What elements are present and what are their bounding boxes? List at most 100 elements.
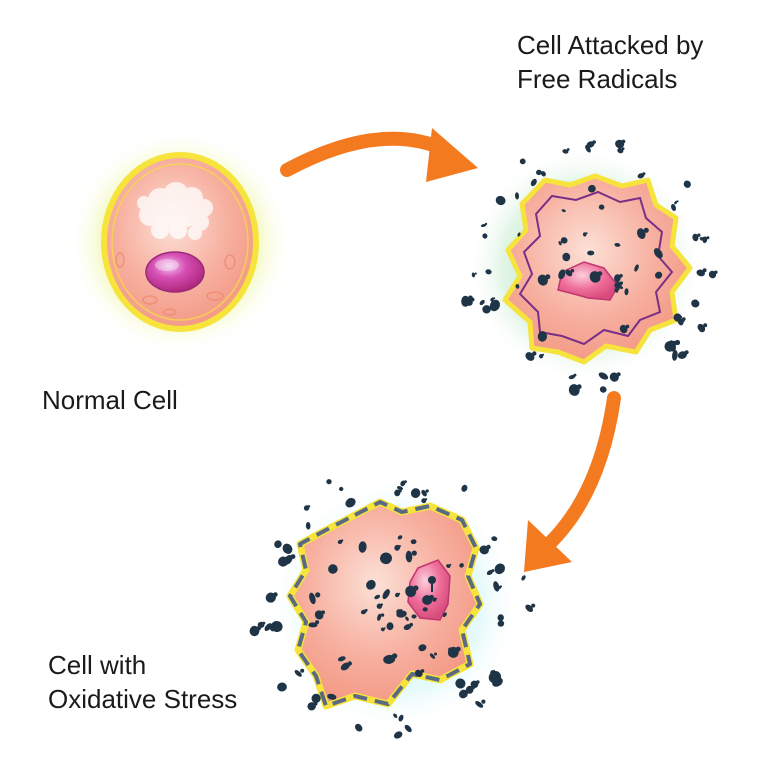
radical-particle [380, 552, 392, 565]
radical-particle [264, 623, 272, 632]
radical-particle [265, 592, 278, 603]
radical-particle [400, 480, 407, 487]
radical-particle [355, 723, 363, 732]
radical-particle [674, 200, 679, 205]
radical-on-nucleus [428, 576, 436, 592]
stressed-cell [270, 480, 520, 730]
radical-particle [395, 592, 401, 598]
radical-particle [497, 614, 504, 622]
radical-particle [411, 614, 417, 619]
radical-particle [525, 351, 537, 361]
radical-particle [294, 668, 305, 677]
radical-particle [405, 550, 417, 563]
radical-particle [598, 372, 609, 380]
radical-particle [637, 172, 646, 179]
radical-particle [405, 585, 419, 598]
radical-particle [683, 180, 691, 188]
radical-particle [672, 350, 678, 361]
radical-particle [337, 656, 346, 662]
radical-particle [475, 699, 486, 708]
radical-particle [558, 269, 566, 280]
radical-particle [617, 147, 625, 154]
radical-particle [519, 158, 526, 165]
radical-particle [447, 646, 461, 658]
radical-particle [382, 589, 390, 600]
radical-particle [708, 270, 718, 279]
radical-particle [485, 269, 492, 275]
radical-particle [486, 569, 495, 576]
radical-particle [422, 594, 434, 605]
radical-particle [429, 652, 437, 659]
radical-particle [560, 237, 568, 244]
radical-particle [405, 616, 409, 621]
radical-particle [538, 353, 545, 359]
radical-particle [699, 326, 706, 333]
radical-particle [458, 689, 470, 699]
radical-particle [585, 145, 591, 153]
radical-particle [394, 489, 402, 497]
radical-particle [327, 693, 337, 700]
radical-particle [655, 271, 663, 279]
radical-particle [396, 486, 404, 491]
radical-particle [393, 731, 403, 739]
radical-particle [568, 384, 582, 396]
radical-particle [692, 233, 701, 242]
radical-particle [653, 248, 663, 259]
radical-particle [497, 585, 502, 590]
radical-particle [525, 603, 536, 613]
radical-particle [562, 148, 570, 154]
radical-particle [677, 350, 689, 359]
radical-particle [339, 486, 344, 492]
radical-particle [671, 204, 676, 211]
arrow-attacked-to-stressed [524, 391, 621, 572]
radical-particle [492, 677, 503, 687]
radical-particle [421, 489, 429, 497]
radical-particle [459, 563, 464, 568]
radical-particle [274, 540, 282, 549]
radical-particle [282, 543, 293, 554]
radical-particle [380, 627, 386, 632]
radical-particle [587, 250, 595, 256]
radical-particle [374, 594, 381, 600]
radical-particle [691, 299, 700, 308]
radical-particle [497, 620, 505, 627]
radical-particle [345, 497, 356, 508]
label-normal-cell: Normal Cell [42, 385, 178, 415]
label-stressed-cell: Cell with Oxidative Stress [48, 650, 238, 714]
radical-particle [340, 661, 352, 671]
radical-particle [599, 386, 607, 393]
radical-particle [410, 488, 421, 498]
radical-particle [482, 305, 491, 314]
radical-particle [586, 140, 596, 148]
radical-particle [337, 539, 344, 545]
radical-particle [410, 539, 417, 545]
radical-particle [540, 171, 546, 177]
radical-particle [482, 233, 488, 239]
radical-particle [514, 192, 520, 200]
radical-particle [493, 581, 500, 592]
radical-particle [404, 724, 412, 733]
radical-particle [537, 331, 548, 342]
radical-particle [414, 669, 425, 677]
radical-particle [495, 195, 506, 206]
radical-particle [561, 209, 566, 213]
radical-particle [283, 554, 296, 565]
normal-nucleus [145, 251, 205, 293]
radical-particle [615, 139, 626, 149]
radical-particle [678, 320, 685, 326]
radical-particle [618, 285, 624, 290]
radical-particle [396, 610, 407, 618]
radical-particle [536, 169, 542, 176]
radical-particle [614, 274, 623, 283]
golgi-cluster [137, 182, 213, 240]
arrow-normal-to-attacked [280, 128, 478, 182]
radical-particle [308, 620, 320, 628]
radical-particle [271, 620, 283, 633]
radical-particle [568, 373, 577, 380]
radical-particle [257, 621, 266, 628]
radical-particle [491, 536, 498, 542]
radical-particle [588, 184, 596, 193]
radical-particle [521, 575, 526, 581]
